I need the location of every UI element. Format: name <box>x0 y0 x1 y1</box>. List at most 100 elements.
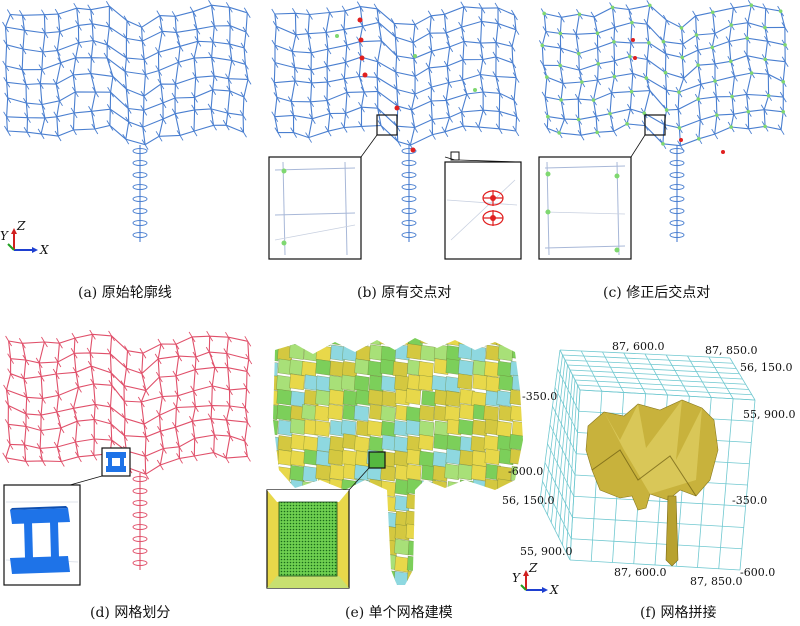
mesh-cell <box>329 338 346 346</box>
contour-line <box>244 341 250 457</box>
mesh-cell <box>328 389 345 406</box>
caption-a: (a) 原始轮廓线 <box>78 285 172 301</box>
mesh-cell <box>315 464 331 481</box>
mesh-cell <box>341 449 358 467</box>
panel-d: (d) 网格划分 <box>0 330 265 626</box>
contour-line <box>511 14 518 132</box>
contour-line <box>6 108 244 128</box>
mesh-cell <box>367 523 383 541</box>
mesh-cell <box>458 338 474 347</box>
mesh-cell <box>380 480 396 497</box>
mesh-cell <box>354 523 370 540</box>
mesh-cell <box>498 405 514 422</box>
mesh-cell <box>405 388 421 405</box>
mesh-cell <box>316 338 332 347</box>
contour-line <box>376 8 383 126</box>
intersection-point <box>679 26 684 30</box>
contour-line <box>174 344 181 459</box>
mesh-cell <box>445 583 461 585</box>
tick-label: 87, 600.0 <box>614 566 666 579</box>
mesh-cell <box>290 450 306 467</box>
contour-line <box>109 335 113 454</box>
intersection-point <box>710 45 715 50</box>
mesh-cell <box>433 540 449 557</box>
mesh-cell <box>314 420 331 437</box>
contour-line <box>780 10 786 130</box>
mesh-cell <box>301 404 317 421</box>
mesh-cell <box>406 343 422 360</box>
mesh-cell <box>509 434 523 451</box>
mesh-cell <box>459 479 475 496</box>
intersection-pairs-b <box>335 17 477 153</box>
intersection-point <box>608 111 612 116</box>
mesh-cell <box>458 359 474 376</box>
intersection-point <box>781 79 786 84</box>
intersection-point <box>728 59 733 64</box>
mesh-cell <box>485 338 502 346</box>
mesh-cell <box>394 538 410 556</box>
mesh-cell <box>446 523 462 540</box>
tick-label: 56, 150.0 <box>502 494 554 507</box>
mesh-cell <box>485 376 502 393</box>
intersection-point <box>749 71 754 75</box>
contour-line <box>174 16 181 136</box>
mesh-cell <box>381 495 397 513</box>
contour-line <box>157 343 164 466</box>
tick-label: 55, 900.0 <box>520 545 572 558</box>
panel-e: (e) 单个网格建模 <box>265 330 535 626</box>
mesh-cell <box>406 570 423 585</box>
mesh-cell <box>472 524 488 542</box>
intersection-point <box>559 98 563 102</box>
mesh-cell <box>471 450 488 467</box>
wire-grid-b <box>270 1 521 242</box>
intersection-point <box>642 111 647 115</box>
mesh-cell <box>405 419 422 436</box>
contour-line <box>461 6 468 127</box>
intersection-point <box>677 126 682 130</box>
mesh-cell <box>458 419 474 436</box>
intersection-point <box>749 3 754 8</box>
mesh-cell <box>369 493 385 511</box>
mesh-cell <box>273 448 280 465</box>
contour-line <box>609 7 616 132</box>
mesh-cell <box>353 405 370 422</box>
mesh-cell <box>447 510 463 527</box>
mesh-cell <box>367 555 383 573</box>
mesh-cell <box>458 494 474 512</box>
mesh-cell <box>273 435 279 452</box>
contour-line <box>558 17 566 134</box>
intersection-point <box>612 39 616 44</box>
intersection-point <box>577 12 582 17</box>
intersection-point <box>545 75 549 79</box>
contour-line <box>39 14 46 135</box>
intersection-point <box>580 80 584 84</box>
mesh-cell <box>471 508 488 525</box>
intersection-point <box>610 5 615 10</box>
panel-e-mesh <box>266 338 523 589</box>
mesh-cell <box>367 420 383 437</box>
intersection-point <box>595 130 600 135</box>
contour-line <box>307 14 313 138</box>
mesh-cell <box>444 405 460 422</box>
mesh-cell <box>470 345 487 363</box>
intersection-point <box>783 43 787 47</box>
mesh-cell <box>354 436 370 453</box>
intersection-point <box>697 136 701 141</box>
contour-line <box>746 5 753 129</box>
mesh-cell <box>381 569 397 585</box>
intersection-point <box>730 94 734 99</box>
intersection-point <box>625 122 629 126</box>
intersection-point <box>576 51 581 56</box>
contour-line <box>626 9 634 125</box>
contour-line <box>409 24 416 146</box>
intersection-point <box>629 89 634 94</box>
mesh-cell <box>445 448 461 465</box>
mesh-cell <box>354 375 370 392</box>
panel-d-wireframe <box>2 330 253 586</box>
axis-triad-a: X Z Y <box>0 219 49 257</box>
mesh-cell <box>342 345 358 362</box>
mesh-cell <box>406 555 423 573</box>
contour-line <box>274 73 517 95</box>
caption-e: (e) 单个网格建模 <box>345 605 453 621</box>
mesh-cell <box>275 466 291 483</box>
